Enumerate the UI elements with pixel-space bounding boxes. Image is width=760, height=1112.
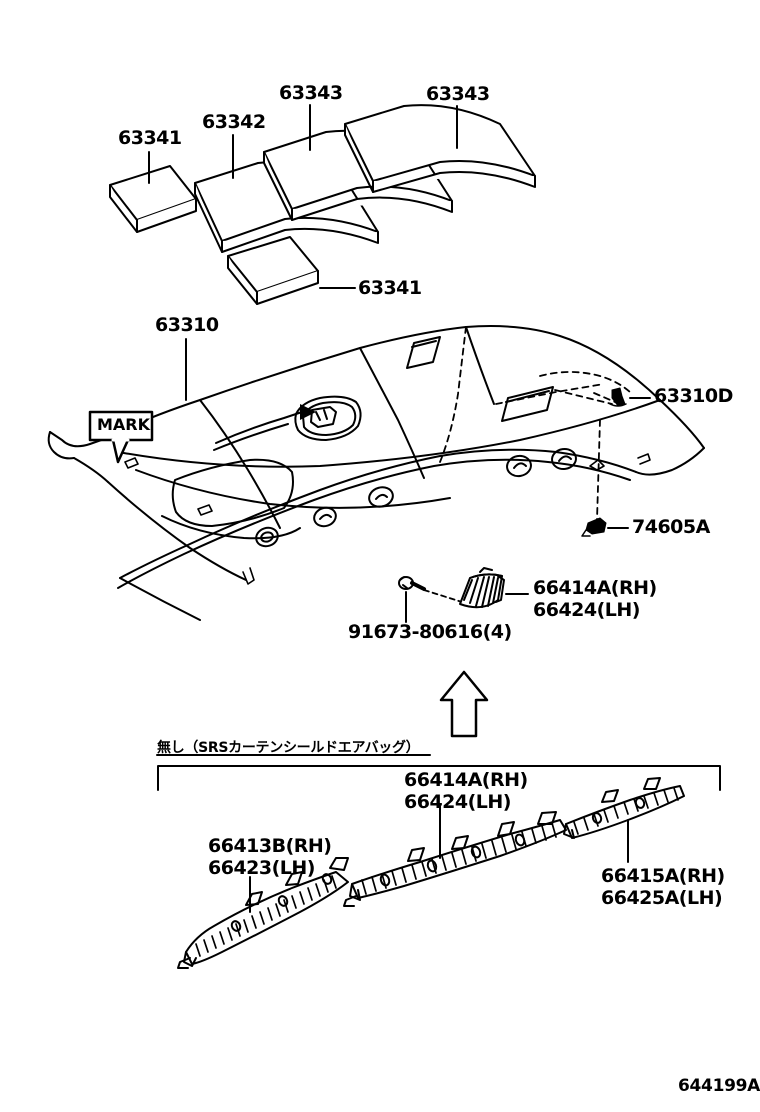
- label-66413B-rh: 66413B(RH): [208, 835, 332, 857]
- part-66415A-strip: [563, 777, 685, 839]
- label-66415A-rh: 66415A(RH): [601, 865, 725, 887]
- part-63310D-clip: [609, 387, 627, 407]
- label-91673-bolt: 91673-80616(4): [348, 621, 512, 643]
- part-63341-left-pad: [109, 165, 197, 233]
- direction-arrow-up: [439, 670, 489, 738]
- part-74605A-clip: [581, 517, 607, 537]
- part-66414A-clip-small: [459, 567, 505, 609]
- part-66413B-strip: [177, 857, 349, 969]
- bolt-assembly-dash: [423, 589, 463, 603]
- lower-group-bracket: [157, 765, 721, 791]
- label-66424-clip-lh: 66424(LH): [533, 599, 640, 621]
- part-63343-right-pad: [344, 104, 536, 193]
- label-66414A-clip-rh: 66414A(RH): [533, 577, 657, 599]
- label-74605A: 74605A: [632, 516, 710, 538]
- mark-callout-label: MARK: [97, 415, 151, 434]
- label-63310: 63310: [155, 314, 219, 336]
- label-66424-strip-lh: 66424(LH): [404, 791, 511, 813]
- headliner-dashed-guides: [439, 326, 633, 531]
- label-66423-lh: 66423(LH): [208, 857, 315, 879]
- label-63343-right: 63343: [426, 83, 490, 105]
- label-63343-left: 63343: [279, 82, 343, 104]
- dome-light-housing: [294, 395, 362, 441]
- label-66414A-strip-rh: 66414A(RH): [404, 769, 528, 791]
- label-66425A-lh: 66425A(LH): [601, 887, 723, 909]
- part-91673-bolt: [398, 576, 426, 623]
- headliner-grommets: [255, 447, 577, 548]
- part-66414A-strip: [343, 811, 567, 907]
- mark-callout-box: [88, 410, 154, 464]
- part-63310-headliner: [47, 325, 705, 621]
- label-63310D: 63310D: [654, 385, 733, 407]
- diagram-footer-code: 644199A: [678, 1076, 760, 1096]
- part-63341-lower-pad: [227, 236, 319, 305]
- label-63341-left: 63341: [118, 127, 182, 149]
- label-63341-lower: 63341: [358, 277, 422, 299]
- label-63342: 63342: [202, 111, 266, 133]
- note-no-srs-curtain-airbag: 無し（SRSカーテンシールドエアバッグ）: [157, 740, 420, 756]
